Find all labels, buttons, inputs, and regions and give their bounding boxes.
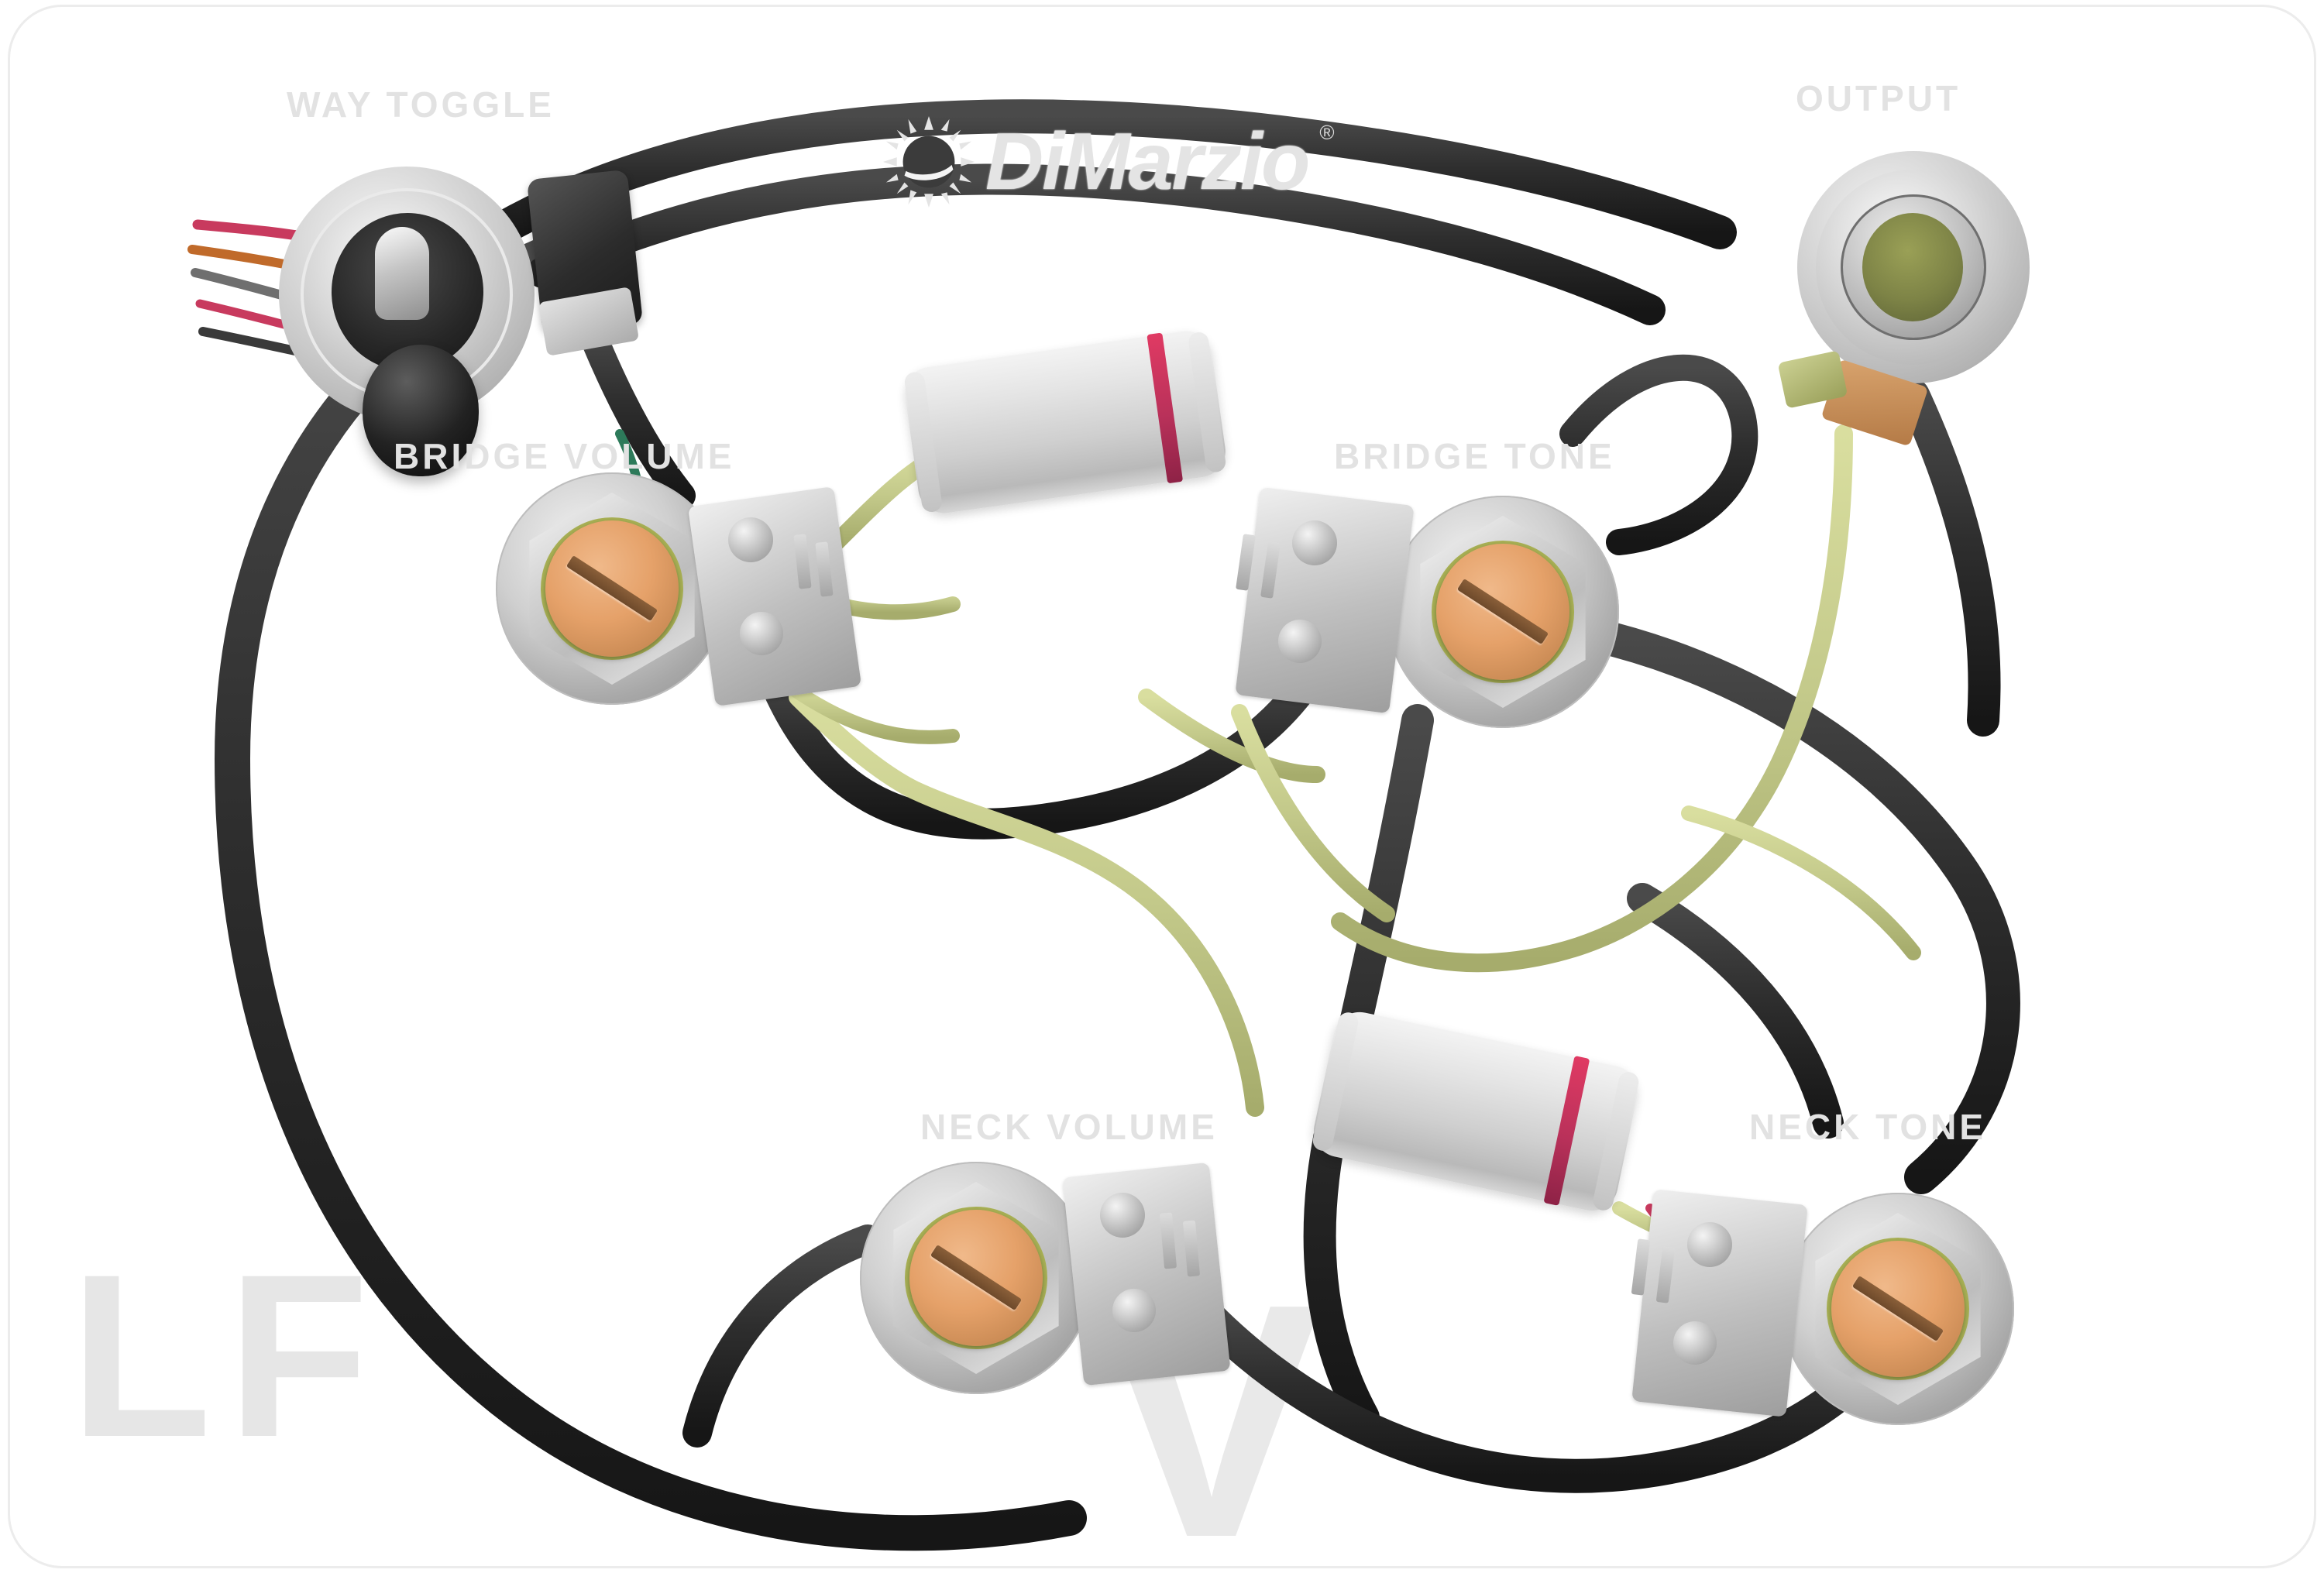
bridge-tone-solder-1 [1292,520,1337,565]
dimarzio-wordmark: DiMarzio [985,117,1310,207]
label-bridge-volume: BRIDGE VOLUME [394,436,735,476]
ghost-watermark-left: LF [70,1225,385,1485]
jack-socket-core [1862,213,1963,321]
label-neck-tone: NECK TONE [1749,1107,1987,1147]
toggle-lever[interactable] [375,227,429,320]
bridge-volume-solder-1 [728,517,773,562]
neck-tone-pot[interactable] [1782,1193,2014,1425]
output-jack[interactable] [1797,151,2030,383]
neck-volume-pot[interactable] [860,1162,1092,1394]
bridge-tone-solder-2 [1278,620,1322,663]
neck-volume-lug-plate [1062,1162,1231,1386]
bridge-volume-solder-2 [740,612,783,655]
neck-tone-lug-plate [1631,1189,1808,1417]
bridge-volume-pot[interactable] [496,472,728,705]
registered-trademark-icon: ® [1319,121,1335,144]
neck-tone-solder-1 [1687,1222,1732,1267]
toggle-switch[interactable] [279,167,535,476]
neck-volume-solder-1 [1100,1193,1145,1238]
neck-volume-solder-2 [1112,1289,1156,1332]
toggle-knob-cap[interactable] [363,345,479,476]
label-neck-volume: NECK VOLUME [920,1107,1218,1147]
dimarzio-logo: DiMarzio ® [883,116,1335,208]
label-output: OUTPUT [1796,78,1961,118]
neck-tone-solder-2 [1673,1321,1717,1365]
bridge-tone-lug-plate [1235,486,1415,714]
dimarzio-sunburst-icon [883,116,975,208]
bridge-tone-pot[interactable] [1387,496,1619,728]
label-bridge-tone: BRIDGE TONE [1334,436,1615,476]
label-way-toggle: WAY TOGGLE [287,84,555,125]
bridge-volume-lug-plate [687,486,862,706]
